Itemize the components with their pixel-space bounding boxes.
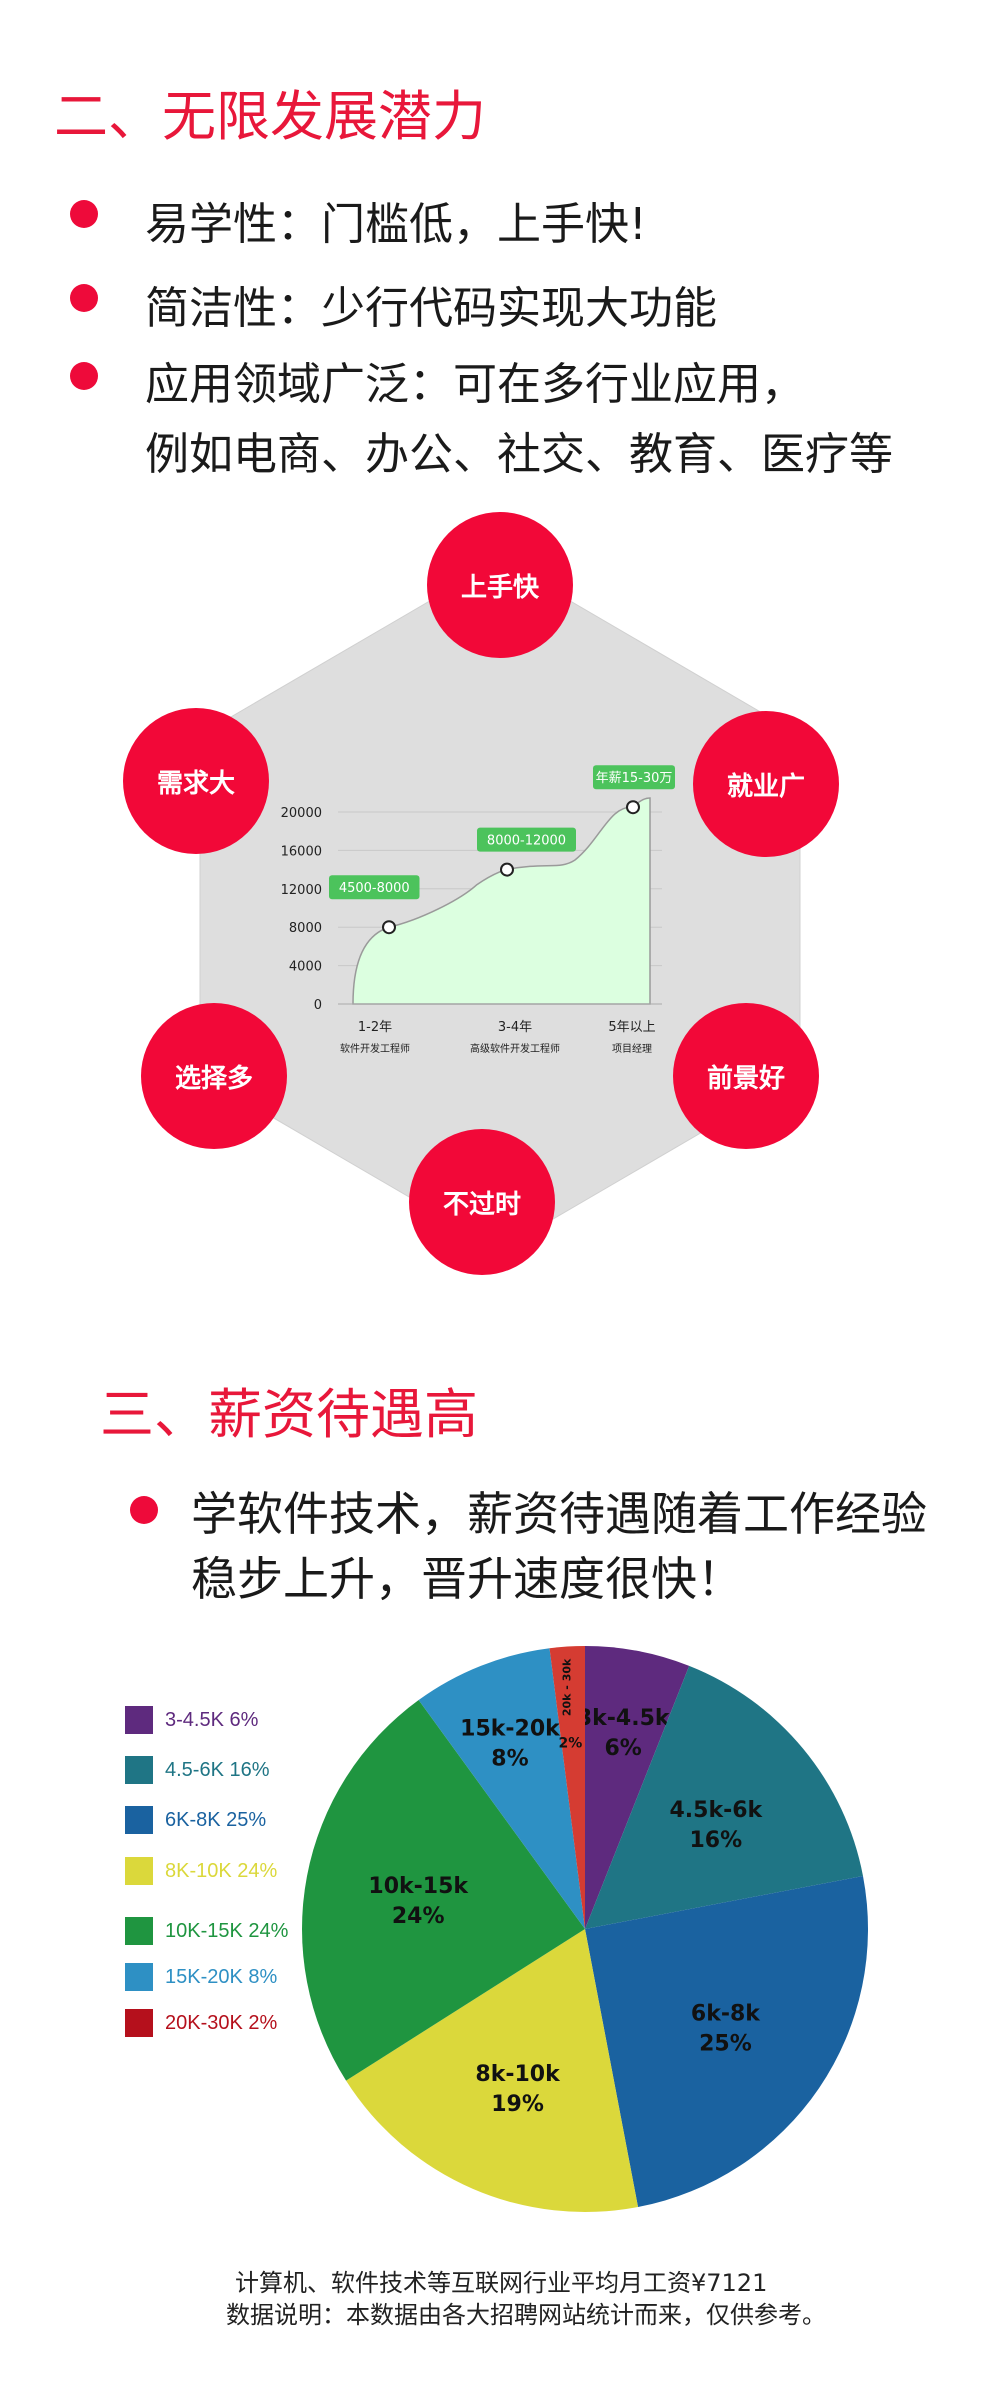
legend-swatch (125, 1806, 153, 1834)
feature-circle-easy: 上手快 (427, 512, 573, 658)
pie-slice (302, 1700, 585, 2081)
y-tick-label: 12000 (281, 883, 322, 898)
pie-slice-pct: 19% (491, 2092, 544, 2117)
bullet-simple: 简洁性：少行代码实现大功能 (145, 283, 717, 334)
pie-slice-label: 6k-8k (691, 2001, 761, 2026)
x-subcategory-label: 软件开发工程师 (340, 1042, 410, 1055)
pie-slice (346, 1929, 639, 2212)
pie-slice (549, 1646, 585, 1929)
bullet-icon (130, 1496, 158, 1524)
legend-swatch (125, 1917, 153, 1945)
pie-slice-label: 10k-15k (368, 1874, 469, 1899)
data-point (626, 800, 640, 815)
tooltip-label: 8000-12000 (487, 834, 566, 849)
y-tick-label: 16000 (281, 844, 322, 859)
pie-slice-pct: 24% (392, 1904, 445, 1929)
feature-circle-demand: 需求大 (123, 708, 269, 854)
pie-slice-label: 15k-20k (460, 1717, 561, 1742)
pie-slice-label: 3k-4.5k (577, 1706, 671, 1731)
pie-slice-pct: 25% (699, 2031, 752, 2056)
legend-label: 6K-8K 25% (165, 1809, 267, 1831)
feature-circle-employment: 就业广 (693, 711, 839, 857)
bullet-wide: 应用领域广泛：可在多行业应用， (145, 359, 805, 410)
bullet-icon (70, 200, 98, 228)
bullet-wide-cont: 例如电商、办公、社交、教育、医疗等 (145, 429, 893, 480)
pie-slice (585, 1875, 869, 2207)
salary-growth-chart: 0 4000 8000 12000 16000 20000 4500-8000 1-2年软件开… (281, 765, 675, 1055)
data-point (500, 862, 514, 877)
x-category-label: 1-2年 (358, 1020, 392, 1035)
legend-swatch (125, 1857, 153, 1885)
x-subcategory-label: 高级软件开发工程师 (470, 1042, 560, 1055)
tooltip-box (477, 827, 576, 852)
footer-average-salary: 计算机、软件技术等互联网行业平均月工资¥7121 (235, 2269, 768, 2297)
bullet-icon (70, 362, 98, 390)
pie-slice-label: 20k - 30k (560, 1658, 573, 1716)
x-category-label: 3-4年 (498, 1020, 532, 1035)
y-tick-label: 20000 (281, 806, 322, 821)
feature-circle-timeless: 不过时 (409, 1129, 555, 1275)
data-point (382, 920, 396, 935)
legend-label: 10K-15K 24% (165, 1920, 289, 1942)
tooltip-box (593, 765, 675, 790)
salary-line-2: 稳步上升，晋升速度很快！ (191, 1552, 743, 1606)
salary-line-1: 学软件技术，薪资待遇随着工作经验 (191, 1487, 927, 1541)
legend-label: 4.5-6K 16% (165, 1759, 270, 1781)
bullet-easy: 易学性：门槛低，上手快! (145, 199, 647, 250)
feature-circle-choices: 选择多 (141, 1003, 287, 1149)
y-tick-label: 8000 (289, 921, 322, 936)
pie-slice (585, 1665, 863, 1929)
footer-data-note: 数据说明：本数据由各大招聘网站统计而来，仅供参考。 (226, 2301, 826, 2329)
legend-swatch (125, 2009, 153, 2037)
legend-swatch (125, 1756, 153, 1784)
x-subcategory-label: 项目经理 (612, 1042, 652, 1055)
tooltip-label: 4500-8000 (339, 881, 410, 896)
tooltip-box (329, 875, 420, 900)
section-title-potential: 二、无限发展潜力 (54, 85, 486, 148)
pie-slice-pct: 8% (491, 1747, 528, 1772)
pie-slice-label: 8k-10k (475, 2062, 561, 2087)
pie-slice-pct: 6% (605, 1736, 642, 1761)
pie-slice (585, 1646, 690, 1929)
feature-circle-prospects: 前景好 (673, 1003, 819, 1149)
legend-swatch (125, 1706, 153, 1734)
bullet-icon (70, 284, 98, 312)
tooltip-label: 年薪15-30万 (596, 771, 673, 786)
legend-label: 15K-20K 8% (165, 1966, 278, 1988)
legend-label: 8K-10K 24% (165, 1860, 278, 1882)
pie-slice-pct: 2% (559, 1735, 583, 1751)
y-tick-label: 4000 (289, 960, 322, 975)
legend-swatch (125, 1963, 153, 1991)
pie-slice-label: 4.5k-6k (669, 1798, 763, 1823)
legend-label: 3-4.5K 6% (165, 1709, 259, 1731)
legend-label: 20K-30K 2% (165, 2012, 278, 2034)
pie-slice-pct: 16% (689, 1828, 742, 1853)
section-title-salary: 三、薪资待遇高 (100, 1383, 478, 1446)
salary-pie-chart: 3k-4.5k 6% 4.5k-6k 16% 6k-8k 25% 8k-10k 19% 10k-… (302, 1646, 869, 2212)
y-tick-label: 0 (314, 998, 322, 1013)
pie-slice (418, 1648, 585, 1929)
x-category-label: 5年以上 (608, 1020, 655, 1035)
